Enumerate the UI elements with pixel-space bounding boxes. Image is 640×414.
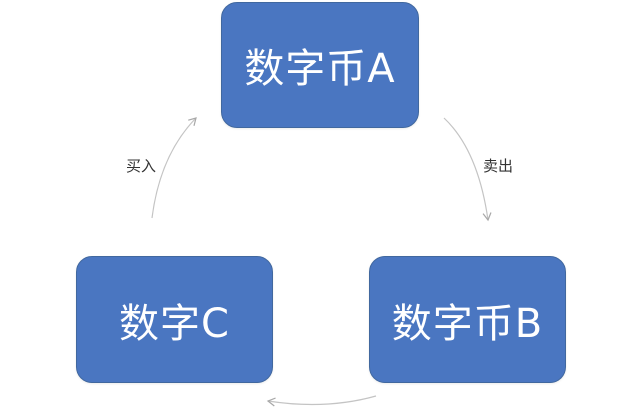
node-coin-a: 数字币A — [221, 2, 419, 128]
edge-label-buy: 买入 — [126, 157, 157, 175]
arrow-a-to-b — [443, 117, 492, 222]
node-coin-a-label: 数字币A — [244, 46, 396, 92]
node-coin-b-label: 数字币B — [391, 300, 544, 347]
arrow-c-to-a — [151, 117, 197, 219]
arrow-b-to-c — [266, 395, 377, 407]
node-coin-b: 数字币B — [369, 256, 566, 383]
edge-label-sell: 卖出 — [483, 157, 514, 175]
node-coin-c: 数字C — [76, 256, 273, 383]
node-coin-c-label: 数字C — [119, 300, 230, 347]
